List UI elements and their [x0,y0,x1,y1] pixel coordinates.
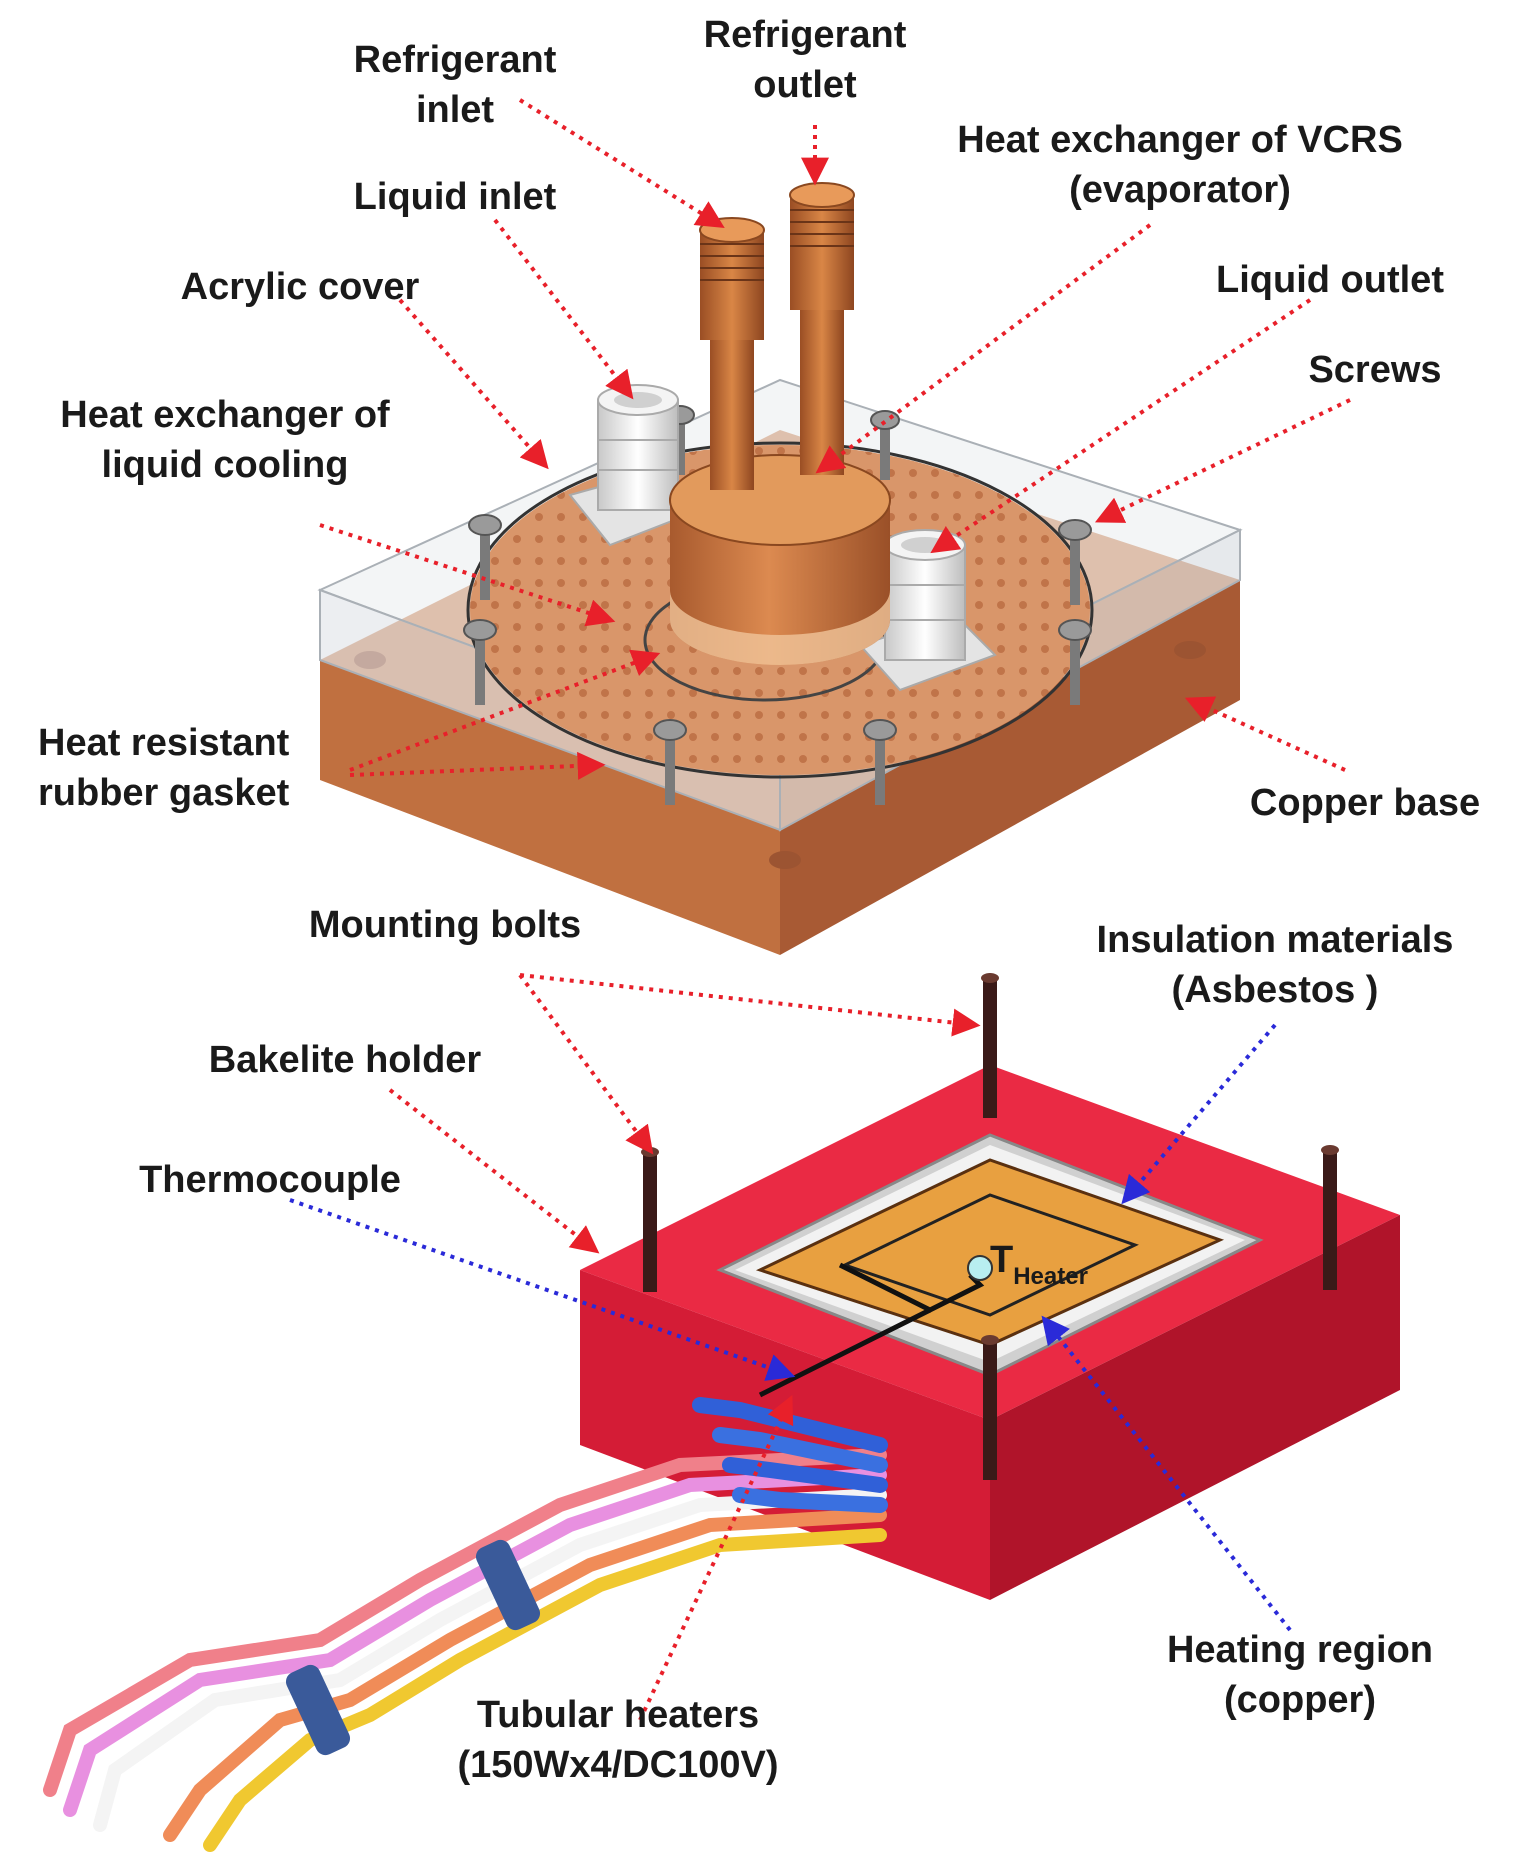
label-line: Heat exchanger of VCRS [957,119,1403,161]
label-line: liquid cooling [101,444,349,486]
label-line: (copper) [1224,1679,1376,1721]
label-screws: Screws [1308,345,1441,395]
label-line: Acrylic cover [180,266,420,308]
label-liquid-outlet: Liquid outlet [1216,255,1444,305]
label-thermocouple: Thermocouple [139,1155,401,1205]
label-refrigerant-outlet: Refrigerant outlet [704,10,907,110]
mounting-bolts [641,973,1339,1480]
label-line: Liquid outlet [1216,259,1444,301]
label-liquid-inlet: Liquid inlet [354,172,557,222]
heater-wires [43,1397,888,1852]
label-line: outlet [753,64,857,106]
t-subscript: Heater [1013,1263,1088,1290]
label-line: rubber gasket [38,772,290,814]
label-line: Tubular heaters [476,1694,760,1736]
label-line: Screws [1308,349,1442,391]
label-line: Refrigerant [703,14,907,56]
label-line: Copper base [1249,782,1481,824]
label-line: (Asbestos ) [1171,969,1379,1011]
t-main: T [990,1239,1014,1281]
label-heaters: Tubular heaters (150Wx4/DC100V) [457,1690,778,1790]
label-line: Refrigerant [353,39,557,81]
label-line: Heating region [1166,1629,1434,1671]
liquid-inlet-fitting [568,384,702,547]
label-hx-liquid: Heat exchanger of liquid cooling [60,390,389,490]
label-line: Insulation materials [1096,919,1454,961]
label-line: Bakelite holder [208,1039,482,1081]
label-line: Thermocouple [139,1159,401,1201]
t-heater-symbol: THeater [990,1239,1088,1290]
label-copper-base: Copper base [1250,778,1480,828]
label-mounting-bolts: Mounting bolts [309,900,581,950]
label-line: Liquid inlet [353,176,557,218]
bakelite-holder [580,1065,1400,1600]
refrigerant-pipes [699,182,855,490]
label-heating-region: Heating region (copper) [1167,1625,1433,1725]
label-bakelite: Bakelite holder [209,1035,481,1085]
label-line: (150Wx4/DC100V) [457,1744,779,1786]
label-line: (evaporator) [1069,169,1291,211]
label-acrylic-cover: Acrylic cover [181,262,420,312]
label-insulation: Insulation materials (Asbestos ) [1097,915,1454,1015]
evaporator-body [669,454,891,665]
label-line: Heat resistant [38,722,290,764]
label-refrigerant-inlet: Refrigerant inlet [354,35,557,135]
cable-ties [285,1539,541,1756]
label-line: Mounting bolts [308,904,582,946]
label-line: Heat exchanger of [60,394,390,436]
label-hx-vcrs: Heat exchanger of VCRS (evaporator) [957,115,1403,215]
label-gasket: Heat resistant rubber gasket [38,718,289,818]
label-line: inlet [415,89,495,131]
leader-lines [289,98,1351,1721]
